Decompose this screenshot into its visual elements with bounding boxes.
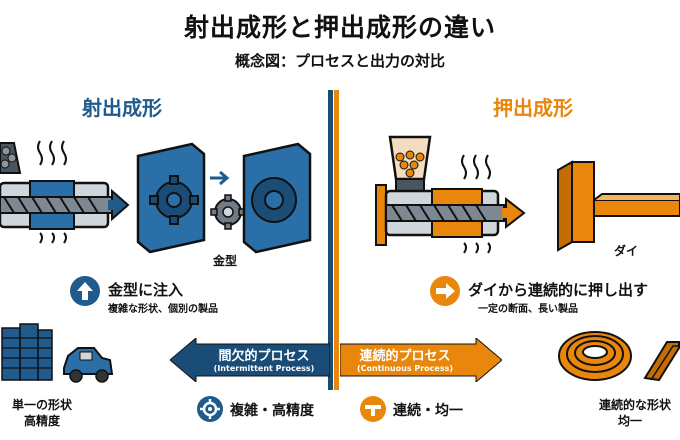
mold-label: 金型 — [212, 254, 237, 268]
intermittent-process-label-en: (Intermittent Process) — [213, 364, 315, 373]
extrusion-output-1: 連続的な形状 — [598, 398, 671, 412]
intermittent-process-arrow — [170, 338, 330, 382]
injection-heading: 射出成形 — [82, 96, 162, 120]
die-label: ダイ — [613, 244, 638, 258]
extrusion-output-2: 均一 — [617, 414, 642, 428]
die-illustration — [557, 160, 680, 252]
right-arrow-icon — [430, 276, 460, 306]
continuous-process-label-en: (Continuous Process) — [356, 364, 454, 373]
continuous-process-label: 連続的プロセス — [359, 349, 451, 364]
intermittent-process-label: 間欠的プロセス — [218, 349, 310, 364]
extrusion-heading: 押出成形 — [493, 96, 573, 120]
gear-icon — [197, 396, 223, 422]
injection-action-label: 金型に注入 — [108, 281, 184, 299]
injection-products — [1, 323, 114, 383]
injection-output-2: 高精度 — [23, 414, 60, 428]
page-subtitle: 概念図：プロセスと出力の対比 — [234, 52, 445, 70]
extrusion-action-sub: 一定の断面、長い製品 — [478, 304, 578, 315]
mold-illustration — [136, 142, 312, 254]
injection-screw-machine — [0, 140, 130, 244]
profile-icon — [360, 396, 386, 422]
divider-orange — [334, 90, 339, 390]
continuous-process-arrow — [340, 338, 502, 382]
extrusion-action-label: ダイから連続的に押し出す — [468, 281, 649, 299]
page-title: 射出成形と押出成形の違い — [183, 13, 496, 42]
injection-action-sub: 複雑な形状、個別の製品 — [108, 304, 218, 315]
injection-output-1: 単一の形状 — [11, 398, 72, 412]
extrusion-feature-label: 連続・均一 — [393, 403, 463, 419]
up-arrow-icon — [70, 276, 100, 306]
extrusion-products — [558, 331, 680, 382]
divider-blue — [328, 90, 333, 390]
extrusion-screw-machine — [375, 135, 526, 254]
injection-feature-label: 複雑・高精度 — [230, 403, 314, 419]
